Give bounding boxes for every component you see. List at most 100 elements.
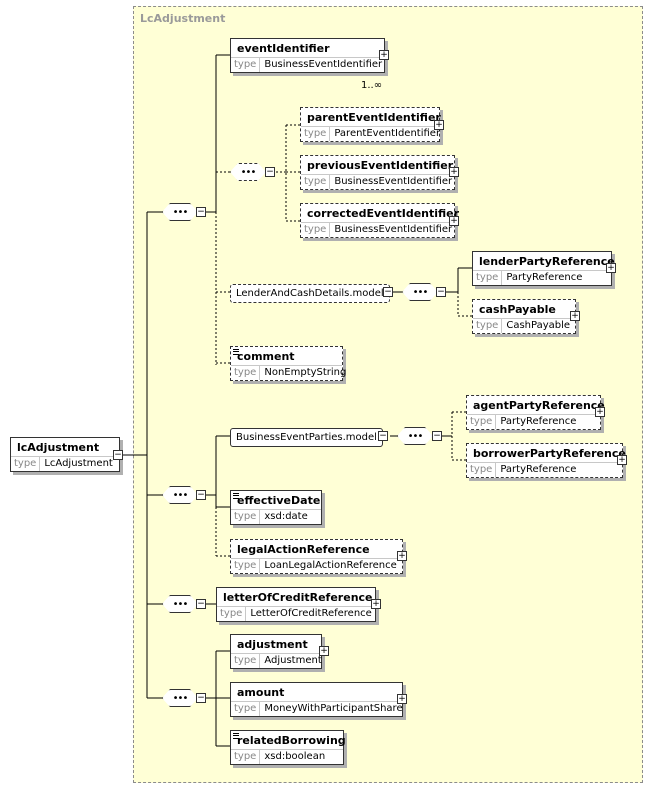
element-name: correctedEventIdentifier (301, 204, 459, 223)
root-element-name: lcAdjustment (11, 438, 119, 457)
expand-toggle-correctedEventIdentifier[interactable]: + (449, 216, 459, 226)
sequence-compositor-2: ••• (162, 486, 198, 504)
element-name: eventIdentifier (231, 39, 384, 58)
type-value: LcAdjustment (44, 458, 113, 469)
collapse-toggle-lender-model[interactable]: − (383, 287, 393, 297)
expand-toggle-eventIdentifier[interactable]: + (379, 50, 389, 60)
type-value: xsd:date (264, 511, 308, 522)
collapse-toggle-seq1[interactable]: − (196, 207, 206, 217)
sequence-icon: ••• (172, 692, 189, 704)
type-value: ParentEventIdentifier (334, 128, 441, 139)
type-label: type (467, 463, 497, 477)
type-label: type (301, 175, 331, 189)
type-value: BusinessEventIdentifier (264, 59, 383, 70)
element-name: borrowerPartyReference (467, 444, 626, 463)
type-label: type (301, 127, 331, 141)
type-label: type (231, 366, 261, 380)
expand-toggle-legalActionReference[interactable]: + (397, 551, 407, 561)
expand-toggle-lenderPartyReference[interactable]: + (606, 263, 616, 273)
collapse-toggle-seq3[interactable]: − (196, 599, 206, 609)
type-value: PartyReference (506, 272, 583, 283)
type-label: type (231, 750, 261, 764)
type-value: BusinessEventIdentifier (334, 176, 453, 187)
sequence-icon: ••• (240, 166, 257, 178)
collapse-toggle-seq2[interactable]: − (196, 490, 206, 500)
expand-toggle-amount[interactable]: + (397, 694, 407, 704)
sequence-icon: ••• (412, 286, 429, 298)
sequence-icon: ••• (172, 206, 189, 218)
expand-toggle-adjustment[interactable]: + (319, 646, 329, 656)
type-value: PartyReference (500, 416, 577, 427)
type-value: Adjustment (264, 655, 322, 666)
sequence-icon: ••• (172, 489, 189, 501)
expand-toggle-parentEventIdentifier[interactable]: + (434, 120, 444, 130)
type-label: type (467, 415, 497, 429)
element-name: previousEventIdentifier (301, 156, 454, 175)
type-value: xsd:boolean (264, 751, 326, 762)
collapse-toggle-parties-seq[interactable]: − (432, 431, 442, 441)
element-name: effectiveDate (231, 491, 321, 510)
expand-toggle-cashPayable[interactable]: + (570, 311, 580, 321)
collapse-toggle-optional-seq[interactable]: − (265, 167, 275, 177)
element-name: comment (231, 347, 342, 366)
element-name: relatedBorrowing (231, 731, 346, 750)
type-label: type (231, 510, 261, 524)
sequence-icon: ••• (172, 598, 189, 610)
collapse-toggle-seq4[interactable]: − (196, 693, 206, 703)
element-name: letterOfCreditReference (217, 588, 375, 607)
group-label: LcAdjustment (140, 12, 226, 25)
sequence-compositor-4: ••• (162, 689, 198, 707)
type-value: BusinessEventIdentifier (334, 224, 453, 235)
type-label: type (231, 702, 261, 716)
type-label: type (217, 607, 247, 621)
expand-toggle-agentPartyReference[interactable]: + (595, 407, 605, 417)
type-label: type (301, 223, 331, 237)
expand-toggle-borrowerPartyReference[interactable]: + (617, 455, 627, 465)
expand-toggle-letterOfCreditReference[interactable]: + (371, 599, 381, 609)
element-name: legalActionReference (231, 540, 402, 559)
type-label: type (231, 559, 261, 573)
type-value: CashPayable (506, 320, 571, 331)
type-value: NonEmptyString (264, 367, 347, 378)
type-label: type (231, 58, 261, 72)
element-name: lenderPartyReference (473, 252, 615, 271)
simple-type-icon (233, 349, 239, 355)
type-value: LoanLegalActionReference (264, 560, 397, 571)
element-name: parentEventIdentifier (301, 108, 441, 127)
occurrence-label: 1..∞ (361, 80, 383, 91)
type-value: PartyReference (500, 464, 577, 475)
type-label: type (231, 654, 261, 668)
collapse-toggle-lender-seq[interactable]: − (436, 287, 446, 297)
sequence-icon: ••• (407, 430, 424, 442)
simple-type-icon (233, 733, 239, 739)
element-name: agentPartyReference (467, 396, 605, 415)
simple-type-icon (233, 493, 239, 499)
expand-toggle-previousEventIdentifier[interactable]: + (449, 167, 459, 177)
collapse-toggle-root[interactable]: − (113, 450, 123, 460)
model-group-businessEventParties[interactable]: BusinessEventParties.model (230, 428, 383, 447)
type-label: type (473, 271, 503, 285)
sequence-compositor-1: ••• (162, 203, 198, 221)
element-name: cashPayable (473, 300, 575, 319)
collapse-toggle-parties-model[interactable]: − (378, 431, 388, 441)
model-group-lenderAndCashDetails[interactable]: LenderAndCashDetails.model (230, 284, 390, 303)
type-value: MoneyWithParticipantShare (264, 703, 403, 714)
type-label: type (473, 319, 503, 333)
